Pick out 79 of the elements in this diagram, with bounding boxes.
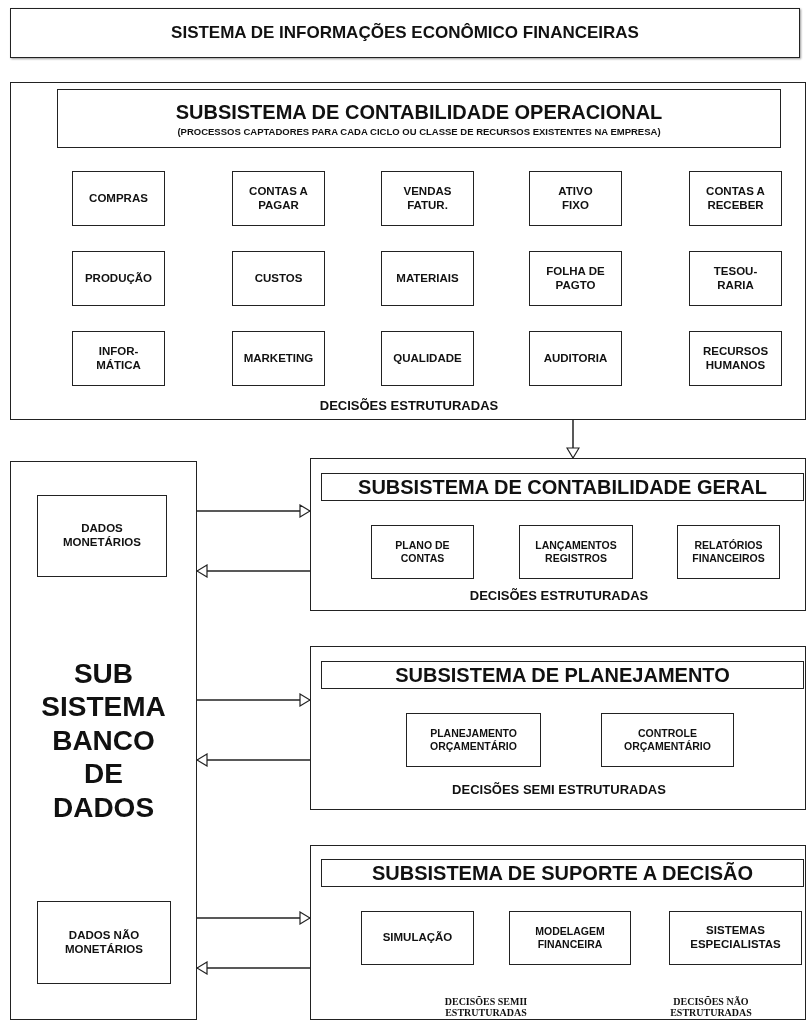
arrow bbox=[196, 753, 311, 767]
module-box bbox=[529, 331, 622, 386]
database-panel bbox=[10, 461, 197, 1020]
heading: SUB SISTEMA BANCO DE DADOS bbox=[40, 656, 167, 825]
module-label: ATIVO FIXO bbox=[557, 184, 594, 213]
module-box bbox=[519, 525, 633, 579]
module-label: MATERIAIS bbox=[395, 271, 460, 286]
module-box bbox=[601, 713, 734, 767]
heading: SUBSISTEMA DE CONTABILIDADE GERAL bbox=[357, 475, 768, 499]
module-box bbox=[529, 251, 622, 306]
subsystem-panel bbox=[310, 845, 806, 1020]
subsystem-panel bbox=[10, 82, 806, 420]
title-box bbox=[10, 8, 800, 58]
module-label: FOLHA DE PAGTO bbox=[545, 264, 606, 293]
heading: SUBSISTEMA DE SUPORTE A DECISÃO bbox=[370, 861, 755, 885]
subsystem-heading-box bbox=[321, 661, 804, 689]
subsystem-heading-box bbox=[57, 89, 781, 148]
module-box bbox=[689, 251, 782, 306]
module-box bbox=[406, 713, 541, 767]
module-label: RECURSOS HUMANOS bbox=[701, 344, 770, 373]
module-box bbox=[381, 251, 474, 306]
decision-label: DECISÕES SEMII ESTRUTURADAS bbox=[443, 996, 529, 1018]
module-box bbox=[232, 171, 325, 226]
module-box bbox=[381, 331, 474, 386]
module-label: MODELAGEM FINANCEIRA bbox=[534, 925, 606, 951]
subsystem-panel bbox=[310, 458, 806, 611]
subsystem-heading-box bbox=[321, 473, 804, 501]
decision-label: DECISÕES ESTRUTURADAS bbox=[318, 399, 500, 414]
module-box bbox=[232, 331, 325, 386]
module-box bbox=[669, 911, 802, 965]
module-label: TESOU- RARIA bbox=[712, 264, 759, 293]
decision-label: DECISÕES ESTRUTURADAS bbox=[468, 589, 650, 604]
module-label: SIMULAÇÃO bbox=[381, 931, 454, 945]
arrow bbox=[196, 504, 311, 518]
module-label: INFOR- MÁTICA bbox=[95, 344, 142, 373]
subsystem-heading-box bbox=[321, 859, 804, 887]
module-box bbox=[37, 495, 167, 577]
module-box bbox=[72, 171, 165, 226]
arrow bbox=[196, 564, 311, 578]
module-box bbox=[72, 251, 165, 306]
module-label: QUALIDADE bbox=[392, 351, 463, 366]
module-label: CONTAS A PAGAR bbox=[248, 184, 309, 213]
module-box bbox=[689, 331, 782, 386]
arrow bbox=[196, 961, 311, 975]
module-box bbox=[677, 525, 780, 579]
module-box bbox=[689, 171, 782, 226]
module-box bbox=[381, 171, 474, 226]
module-label: CONTAS A RECEBER bbox=[705, 184, 766, 213]
module-label: AUDITORIA bbox=[542, 351, 609, 366]
module-box bbox=[509, 911, 631, 965]
decision-label: DECISÕES NÃO ESTRUTURADAS bbox=[669, 996, 753, 1018]
module-label: PRODUÇÃO bbox=[83, 271, 154, 286]
module-label: PLANEJAMENTO ORÇAMENTÁRIO bbox=[429, 727, 518, 753]
arrow bbox=[566, 419, 580, 459]
module-label: MARKETING bbox=[242, 351, 315, 366]
heading: SISTEMA DE INFORMAÇÕES ECONÔMICO FINANCEIRAS bbox=[170, 22, 640, 44]
module-box bbox=[72, 331, 165, 386]
module-box bbox=[37, 901, 171, 984]
module-label: CUSTOS bbox=[253, 271, 304, 286]
module-label: SISTEMAS ESPECIALISTAS bbox=[689, 924, 782, 952]
module-label: LANÇAMENTOS REGISTROS bbox=[534, 539, 618, 565]
module-label: VENDAS FATUR. bbox=[402, 184, 453, 213]
arrow bbox=[196, 911, 311, 925]
subsystem-panel bbox=[310, 646, 806, 810]
arrow bbox=[196, 693, 311, 707]
heading: SUBSISTEMA DE CONTABILIDADE OPERACIONAL bbox=[174, 99, 664, 124]
heading: SUBSISTEMA DE PLANEJAMENTO bbox=[394, 663, 731, 687]
module-label: DADOS MONETÁRIOS bbox=[62, 522, 142, 550]
decision-label: DECISÕES SEMI ESTRUTURADAS bbox=[451, 783, 667, 798]
module-label: DADOS NÃO MONETÁRIOS bbox=[64, 928, 144, 957]
subtitle: (PROCESSOS CAPTADORES PARA CADA CICLO OU CLASSE DE RECURSOS EXISTENTES NA EMPRESA) bbox=[177, 125, 661, 138]
module-label: CONTROLE ORÇAMENTÁRIO bbox=[623, 727, 712, 753]
module-label: RELATÓRIOS FINANCEIROS bbox=[691, 539, 766, 565]
module-label: COMPRAS bbox=[88, 191, 149, 206]
module-box bbox=[371, 525, 474, 579]
module-label: PLANO DE CONTAS bbox=[394, 539, 451, 565]
module-box bbox=[232, 251, 325, 306]
module-box bbox=[361, 911, 474, 965]
module-box bbox=[529, 171, 622, 226]
